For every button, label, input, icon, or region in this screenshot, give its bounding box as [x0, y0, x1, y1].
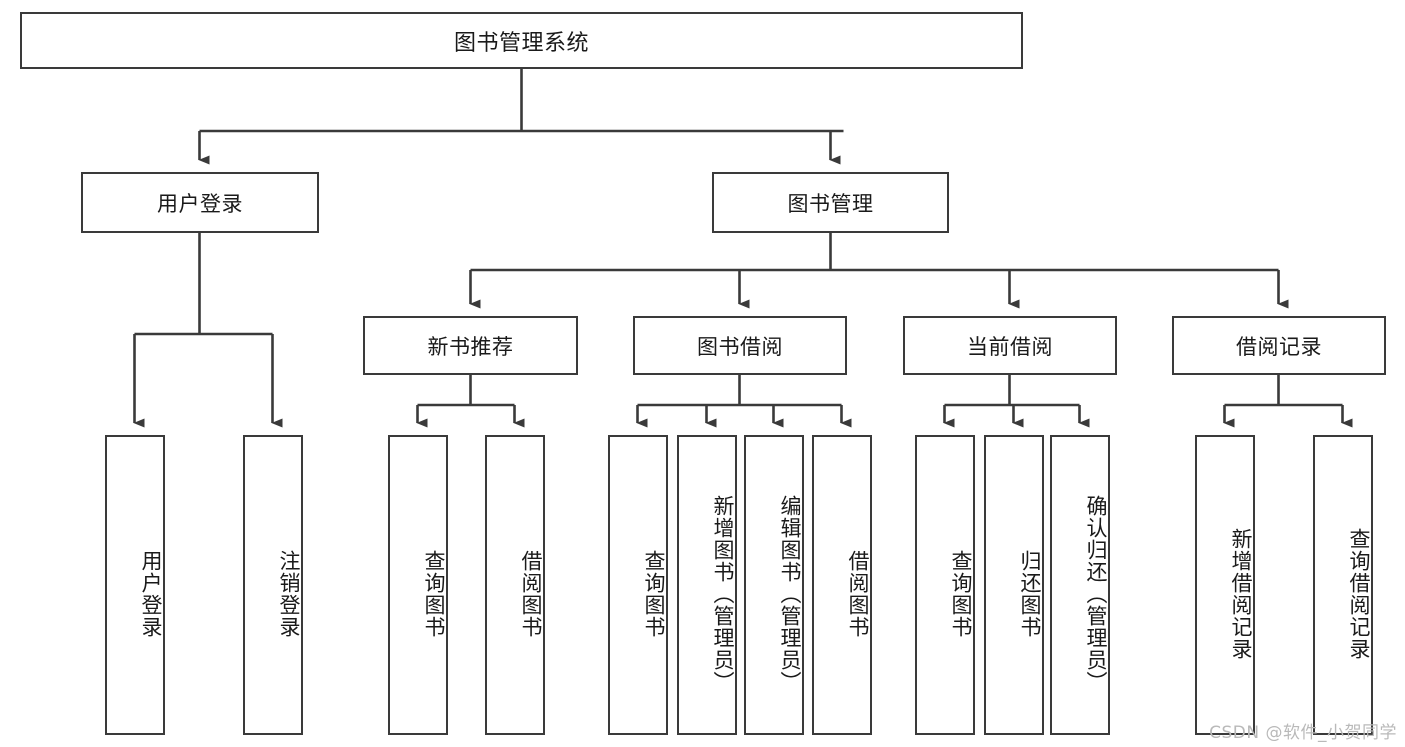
- node-label: 查询图书: [642, 550, 666, 638]
- node-label: 新增借阅记录: [1229, 528, 1253, 660]
- node-user-login[interactable]: 用户登录: [81, 172, 319, 233]
- node-label: 查询图书: [422, 550, 446, 638]
- node-root-system[interactable]: 图书管理系统: [20, 12, 1023, 69]
- leaf-query-borrow-record[interactable]: 查询借阅记录: [1313, 435, 1373, 735]
- node-borrow-record[interactable]: 借阅记录: [1172, 316, 1386, 375]
- node-label: 注销登录: [277, 550, 301, 638]
- node-label: 查询图书: [949, 550, 973, 638]
- leaf-add-book-admin[interactable]: 新增图书（管理员）: [677, 435, 737, 735]
- leaf-query-book-cb[interactable]: 查询图书: [915, 435, 975, 735]
- node-new-book-recommend[interactable]: 新书推荐: [363, 316, 578, 375]
- node-label: 当前借阅: [967, 334, 1053, 359]
- node-label: 图书管理: [787, 191, 874, 216]
- watermark: CSDN @软件_小贺同学: [1209, 723, 1397, 743]
- leaf-query-book-bb[interactable]: 查询图书: [608, 435, 668, 735]
- leaf-confirm-return-admin[interactable]: 确认归还（管理员）: [1050, 435, 1110, 735]
- leaf-query-book-nbr[interactable]: 查询图书: [388, 435, 448, 735]
- node-label: 归还图书: [1018, 550, 1042, 638]
- leaf-return-book[interactable]: 归还图书: [984, 435, 1044, 735]
- leaf-borrow-book-bb[interactable]: 借阅图书: [812, 435, 872, 735]
- node-current-borrow[interactable]: 当前借阅: [903, 316, 1117, 375]
- node-label: 借阅记录: [1236, 334, 1322, 359]
- node-label: 查询借阅记录: [1347, 528, 1371, 660]
- node-label: 新增图书（管理员）: [711, 495, 735, 693]
- node-label: 新书推荐: [427, 334, 514, 359]
- node-label: 图书借阅: [697, 334, 783, 359]
- leaf-user-logout[interactable]: 注销登录: [243, 435, 303, 735]
- leaf-user-login[interactable]: 用户登录: [105, 435, 165, 735]
- node-book-borrow[interactable]: 图书借阅: [633, 316, 847, 375]
- leaf-borrow-book-nbr[interactable]: 借阅图书: [485, 435, 545, 735]
- node-label: 用户登录: [139, 550, 163, 638]
- leaf-add-borrow-record[interactable]: 新增借阅记录: [1195, 435, 1255, 735]
- node-label: 用户登录: [157, 191, 243, 216]
- node-label: 借阅图书: [846, 550, 870, 638]
- node-label: 图书管理系统: [453, 30, 589, 56]
- node-book-management[interactable]: 图书管理: [712, 172, 949, 233]
- leaf-edit-book-admin[interactable]: 编辑图书（管理员）: [744, 435, 804, 735]
- node-label: 借阅图书: [519, 550, 543, 638]
- node-label: 编辑图书（管理员）: [778, 495, 802, 693]
- node-label: 确认归还（管理员）: [1084, 495, 1108, 693]
